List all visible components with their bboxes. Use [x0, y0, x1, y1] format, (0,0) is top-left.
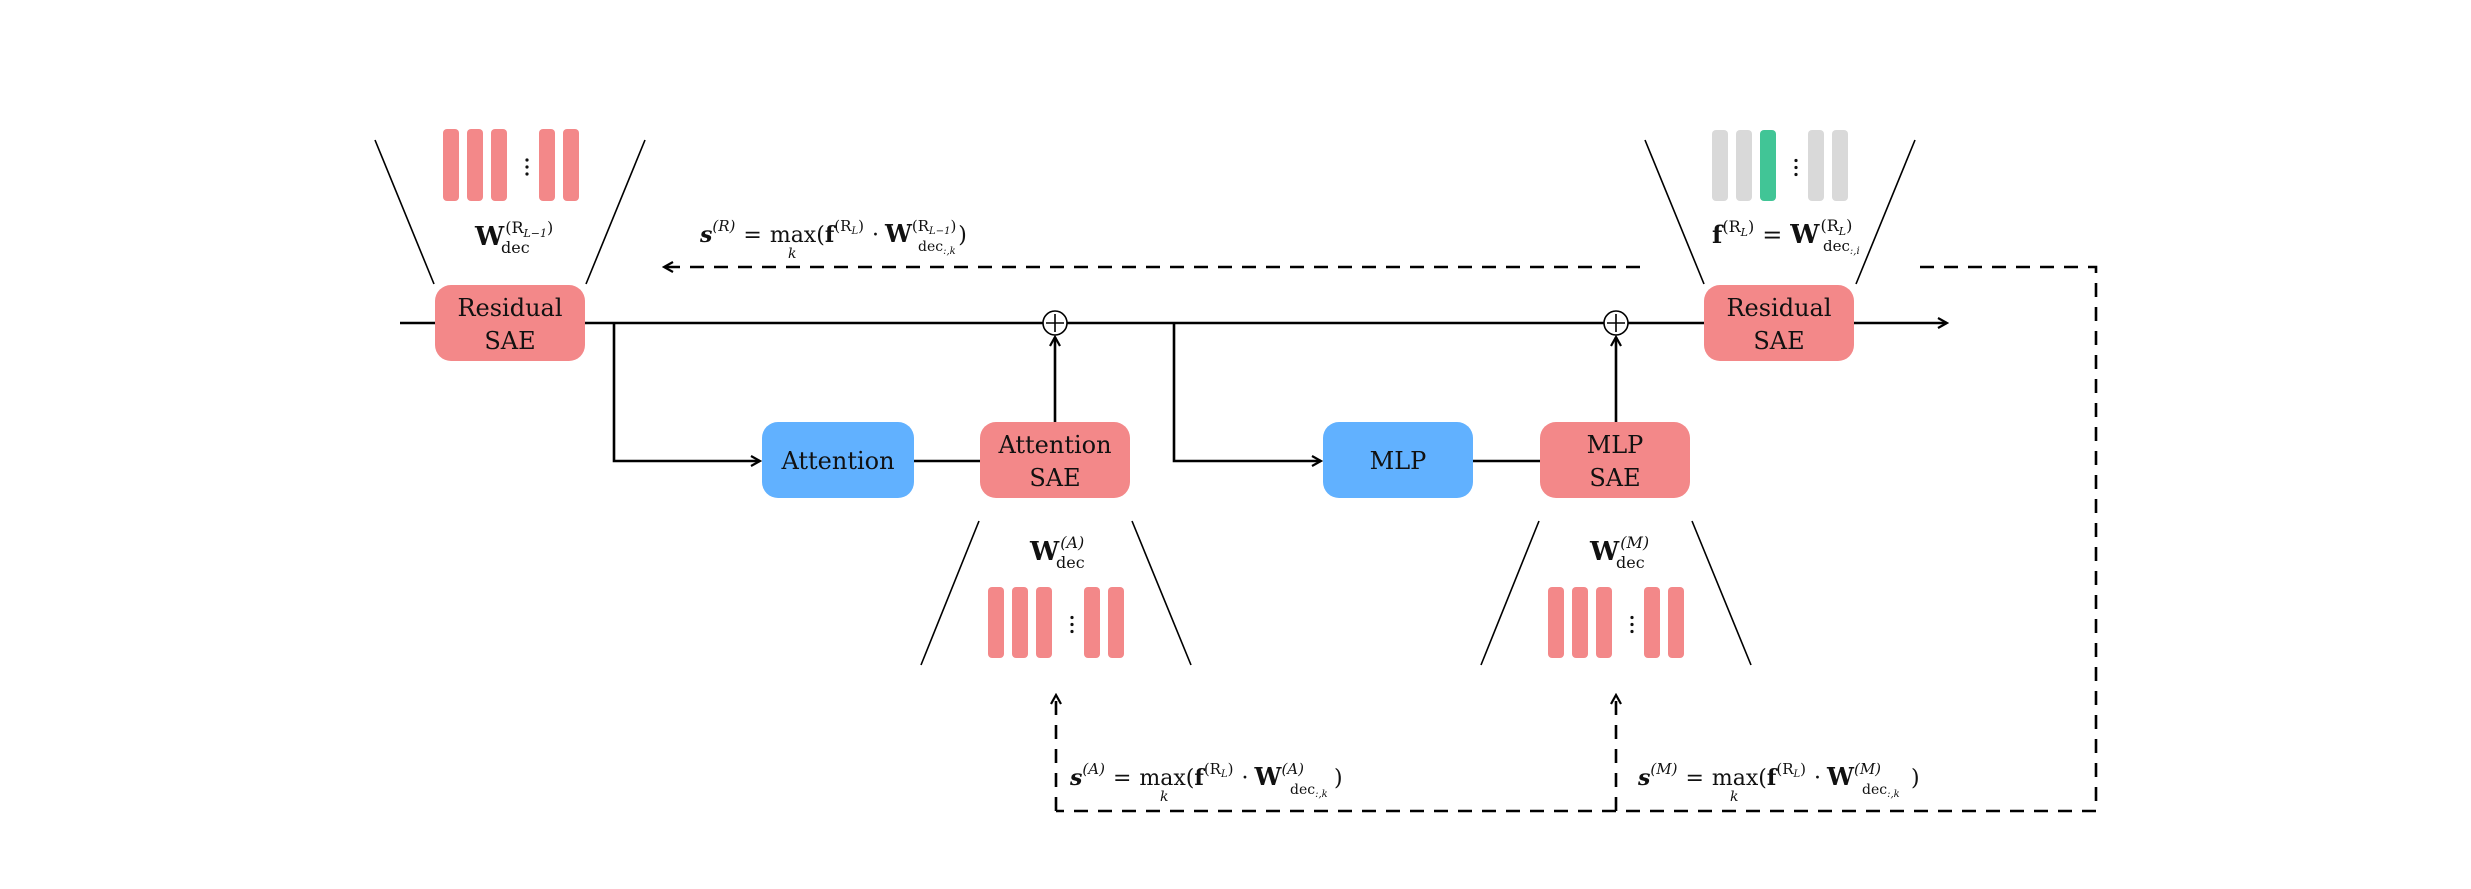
residual-sae-out-block[interactable]: Residual SAE — [1704, 285, 1854, 361]
decoder-column — [1108, 587, 1124, 658]
decoder-label-residual-in-sub: dec — [501, 238, 530, 257]
feedback-right-dashed — [1056, 265, 2098, 813]
mlp-sae-line1: MLP — [1587, 431, 1644, 459]
decoder-column — [1644, 587, 1660, 658]
svg-text:k: k — [788, 246, 796, 262]
residual-sae-out-line2: SAE — [1753, 327, 1804, 355]
svg-text:dec:,k: dec:,k — [1290, 782, 1328, 800]
decoder-column — [1084, 587, 1100, 658]
decoder-label-attention: W(A) — [1029, 533, 1084, 567]
residual-sae-in-line2: SAE — [484, 327, 535, 355]
svg-text:k: k — [1160, 789, 1168, 805]
svg-text:dec:,k: dec:,k — [1862, 782, 1900, 800]
decoder-label-attention-sub: dec — [1056, 553, 1085, 572]
feature-label-residual-out-sub: dec:,i — [1823, 237, 1860, 257]
decoder-columns-residual-in — [443, 129, 579, 201]
decoder-label-residual-in: W(RL−1) — [474, 218, 553, 252]
decoder-columns-mlp — [1548, 587, 1684, 658]
decoder-column — [1668, 587, 1684, 658]
decoder-column — [563, 129, 579, 201]
ellipsis-icon — [1070, 615, 1074, 634]
funnel-residual-in — [374, 139, 646, 285]
funnel-residual-out — [1644, 139, 1916, 285]
decoder-columns-attention — [988, 587, 1124, 658]
decoder-column — [1572, 587, 1588, 658]
svg-text:dec:,k: dec:,k — [918, 239, 956, 257]
svg-text:s(R)=max(f(RL)·W(RL−1)): s(R)=max(f(RL)·W(RL−1)) — [699, 217, 967, 248]
attention-branch — [612, 323, 1055, 461]
score-formula-mlp: s(M)=max(f(RL)·W(M)) k dec:,k — [1637, 760, 1920, 805]
residual-sae-in-line1: Residual — [457, 294, 562, 322]
add-node-mlp — [1603, 310, 1629, 336]
decoder-column — [1548, 587, 1564, 658]
inactive-feature-column — [1808, 130, 1824, 201]
funnel-attention — [920, 520, 1192, 666]
score-formula-attention: s(A)=max(f(RL)·W(A)) k dec:,k — [1069, 760, 1343, 805]
attention-branch-line — [612, 323, 760, 461]
decoder-column — [467, 129, 483, 201]
add-node-attention — [1042, 310, 1068, 336]
inactive-feature-column — [1712, 130, 1728, 201]
decoder-column — [1596, 587, 1612, 658]
decoder-column — [539, 129, 555, 201]
svg-text:s(M)=max(f(RL)·W(M)): s(M)=max(f(RL)·W(M)) — [1637, 760, 1920, 791]
decoder-label-mlp-sub: dec — [1616, 553, 1645, 572]
ellipsis-icon — [525, 158, 529, 176]
mlp-block[interactable]: MLP — [1323, 422, 1473, 498]
attention-block[interactable]: Attention — [762, 422, 914, 498]
mlp-branch-line — [1172, 323, 1321, 461]
feature-label-residual-out: f(RL)=W(RL) — [1712, 216, 1852, 250]
feedback-paths — [664, 265, 2098, 813]
attention-label: Attention — [780, 447, 894, 475]
feature-columns-residual-out — [1712, 130, 1848, 201]
mlp-branch — [1172, 323, 1616, 461]
decoder-label-mlp: W(M) — [1589, 533, 1649, 567]
ellipsis-icon — [1630, 615, 1634, 634]
mlp-sae-block[interactable]: MLP SAE — [1540, 422, 1690, 498]
decoder-column — [1012, 587, 1028, 658]
decoder-column — [988, 587, 1004, 658]
residual-sae-in-block[interactable]: Residual SAE — [435, 285, 585, 361]
svg-text:k: k — [1730, 789, 1738, 805]
decoder-column — [443, 129, 459, 201]
score-formula-residual: s(R)=max(f(RL)·W(RL−1)) k dec:,k — [699, 217, 967, 262]
attention-sae-line1: Attention — [997, 431, 1111, 459]
inactive-feature-column — [1736, 130, 1752, 201]
inactive-feature-column — [1832, 130, 1848, 201]
mlp-label: MLP — [1370, 447, 1427, 475]
active-feature-column — [1760, 130, 1776, 201]
ellipsis-icon — [1794, 158, 1798, 177]
decoder-column — [491, 129, 507, 201]
decoder-column — [1036, 587, 1052, 658]
attention-sae-block[interactable]: Attention SAE — [980, 422, 1130, 498]
attention-sae-line2: SAE — [1029, 464, 1080, 492]
residual-sae-out-line1: Residual — [1726, 294, 1831, 322]
svg-text:s(A)=max(f(RL)·W(A)): s(A)=max(f(RL)·W(A)) — [1069, 760, 1343, 791]
mlp-sae-line2: SAE — [1589, 464, 1640, 492]
funnel-mlp — [1480, 520, 1752, 666]
